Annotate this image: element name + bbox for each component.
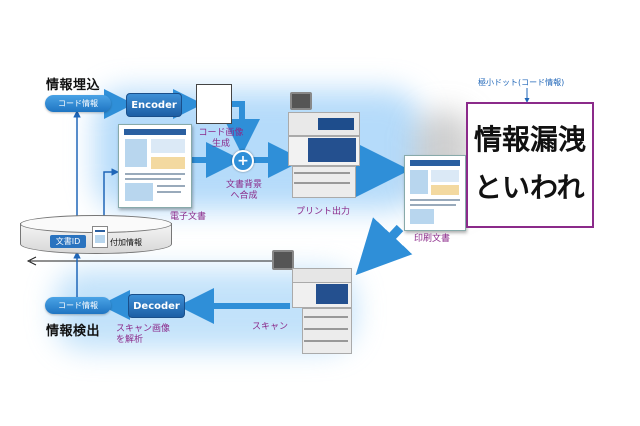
print-output-label: プリント出力 <box>296 207 351 217</box>
separator-arrow-left <box>26 256 37 266</box>
background-compose-label: 文書背景 へ合成 <box>225 180 262 201</box>
zoom-text-line1: 情報漏洩 <box>474 123 587 156</box>
electronic-document <box>118 124 192 208</box>
scanner-panel <box>272 250 294 270</box>
scan-analysis-label: スキャン画像 を解析 <box>116 324 171 345</box>
zoom-caption: 極小ドット(コード情報) <box>478 78 565 87</box>
code-image-label: コード画像 生成 <box>198 128 244 149</box>
zoom-box: 情報漏洩 といわれ <box>466 102 594 228</box>
printer-panel <box>290 92 312 110</box>
scanner-bottom <box>272 250 354 354</box>
compose-plus-icon: + <box>232 150 254 172</box>
arrow-printed-to-scanner <box>355 217 413 276</box>
doc-thumbnail <box>92 226 108 248</box>
extra-info-label: 付加情報 <box>110 238 142 247</box>
decoder-box: Decoder <box>128 294 185 318</box>
link-extra-to-doc <box>103 168 119 225</box>
zoom-text-line2: といわれ <box>474 171 585 204</box>
doc-id-tag: 文書ID <box>50 235 86 248</box>
printed-document <box>404 155 466 231</box>
scan-label: スキャン <box>252 322 289 332</box>
printer-top <box>288 92 360 202</box>
code-info-pill-embed: コード情報 <box>45 95 111 112</box>
encoder-box: Encoder <box>126 93 182 117</box>
electronic-document-label: 電子文書 <box>170 212 207 222</box>
embed-section-title: 情報埋込 <box>46 78 101 93</box>
detect-section-title: 情報検出 <box>46 324 101 339</box>
printed-document-label: 印刷文書 <box>414 234 451 244</box>
code-image-box <box>196 84 232 124</box>
arrow-image-to-plus <box>224 101 260 155</box>
code-info-pill-detect: コード情報 <box>45 297 111 314</box>
